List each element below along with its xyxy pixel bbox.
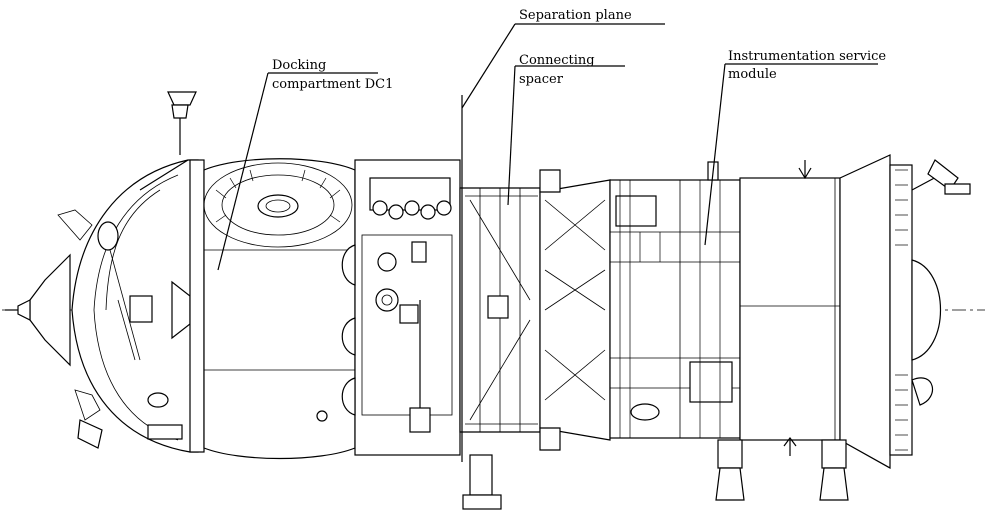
connecting-label-line2: spacer <box>519 72 564 87</box>
connecting-label-line1: Connecting <box>519 53 595 68</box>
docking-label-line2: compartment DC1 <box>272 77 393 92</box>
orbital-sphere <box>203 158 356 460</box>
propulsion-module <box>715 154 971 501</box>
leader-lines <box>217 23 878 271</box>
instrumentation-label-line1: Instrumentation service <box>728 49 886 64</box>
docking-compartment-dc1 <box>5 91 205 453</box>
separation-plane-label: Separation plane <box>519 8 632 23</box>
instrumentation-label-line2: module <box>728 67 777 82</box>
adapter-truss <box>539 169 611 451</box>
equipment-section <box>316 159 461 456</box>
connecting-spacer <box>459 95 541 510</box>
instrumentation-service-module <box>609 161 741 439</box>
docking-label-line1: Docking <box>272 58 326 73</box>
